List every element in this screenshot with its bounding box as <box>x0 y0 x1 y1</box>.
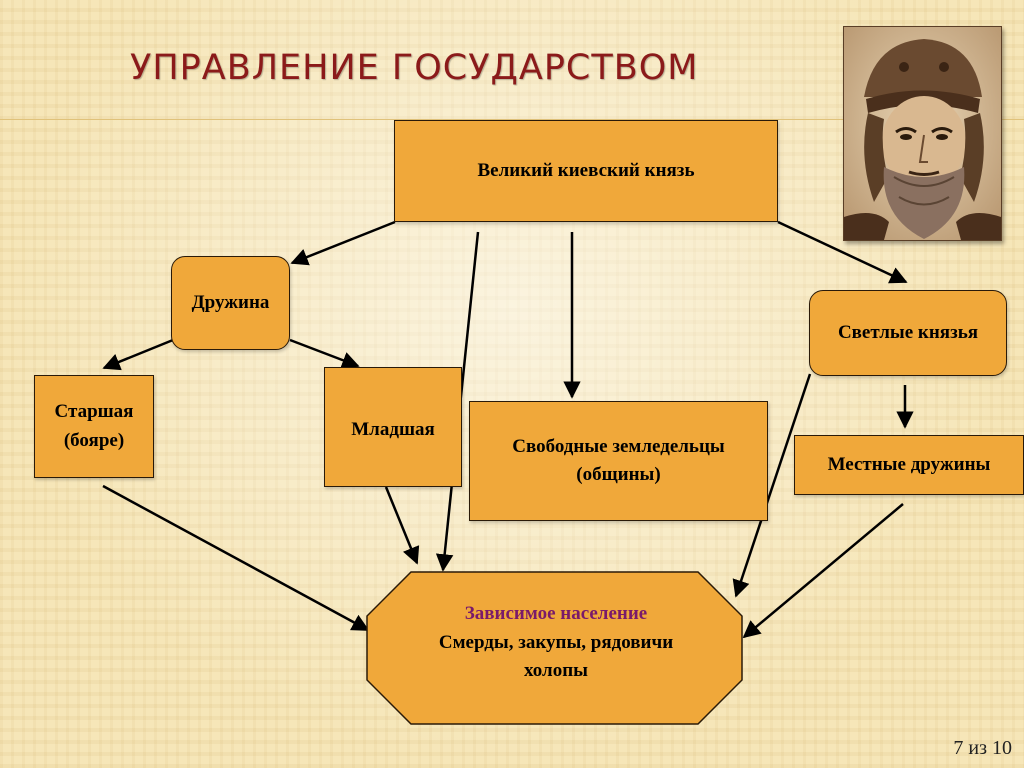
arrow-prince-to-druzhina <box>290 220 396 266</box>
node-senior-label-line1: Старшая <box>54 401 134 422</box>
node-local-druzhinas-label: Местные дружины <box>827 453 991 475</box>
slide-title: Управление государством <box>130 48 699 88</box>
arrow-senior-to-dependent <box>102 484 370 632</box>
arrow-local-to-dependent <box>742 503 904 639</box>
node-grand-prince-label: Великий киевский князь <box>477 159 695 181</box>
node-junior: Младшая <box>324 367 462 487</box>
node-local-druzhinas: Местные дружины <box>794 435 1024 495</box>
node-bright-princes-label: Светлые князья <box>837 321 979 343</box>
node-free-farmers-label-line1: Свободные земледельцы <box>512 435 725 457</box>
arrow-druzhina-to-senior <box>102 338 174 371</box>
node-druzhina-label: Дружина <box>191 291 270 313</box>
node-free-farmers: Свободные земледельцы (общины) <box>469 401 768 521</box>
node-dependent-line1: Смерды, закупы, рядовичи <box>438 631 674 653</box>
node-junior-label: Младшая <box>351 419 435 440</box>
arrow-prince-to-bright-princes <box>777 220 908 284</box>
arrow-bright-to-dependent <box>732 373 812 598</box>
node-dependent-line2: холопы <box>524 660 588 681</box>
node-bright-princes: Светлые князья <box>809 290 1007 376</box>
node-senior: Старшая (бояре) <box>34 375 154 478</box>
node-druzhina: Дружина <box>171 256 290 350</box>
node-dependent-heading: Зависимое население <box>464 603 648 624</box>
node-dependent: Зависимое население Смерды, закупы, рядо… <box>370 600 742 686</box>
node-grand-prince: Великий киевский князь <box>394 120 778 222</box>
page-number: 7 из 10 <box>953 737 1012 759</box>
arrow-junior-to-dependent <box>384 486 420 565</box>
title-divider <box>0 119 1024 120</box>
node-free-farmers-label-line2: (общины) <box>576 464 661 485</box>
node-senior-label-line2: (бояре) <box>63 429 125 451</box>
arrow-druzhina-to-junior <box>289 338 360 369</box>
prince-portrait-image <box>843 26 1002 241</box>
